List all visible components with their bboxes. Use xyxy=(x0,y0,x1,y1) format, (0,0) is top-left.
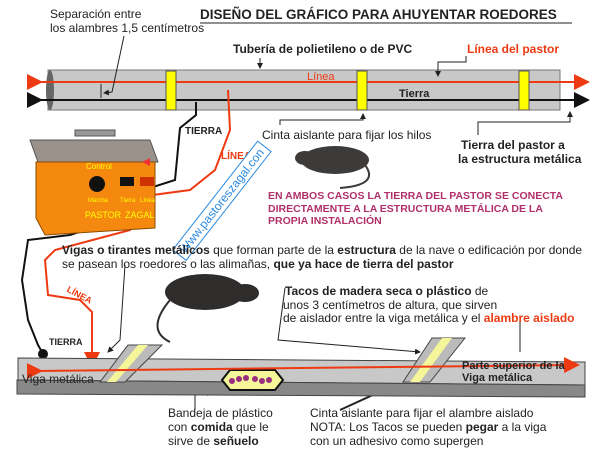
energizer-brand: PASTOR xyxy=(85,210,122,220)
text-bold: señuelo xyxy=(213,434,259,448)
text: de aislador entre la viga metálica y el xyxy=(283,311,484,325)
wire-ground-label: Tierra xyxy=(399,88,430,100)
text: con un adhesivo como supergen xyxy=(310,434,484,448)
line-pastor-label: Línea del pastor xyxy=(467,42,560,56)
text-bold: Vigas o tirantes metálicos xyxy=(62,243,210,257)
beams-description: Vigas o tirantes metálicos que forman pa… xyxy=(62,243,582,257)
text: se pasean los roedores o las alimañas, xyxy=(62,257,274,271)
blocks-description: de aislador entre la viga metálica y el … xyxy=(283,311,575,325)
text: con comida que le xyxy=(168,420,273,434)
energizer xyxy=(29,129,159,236)
rat-illustration xyxy=(295,146,371,189)
ground-cable-label: TIERRA xyxy=(185,126,223,137)
tape-band xyxy=(165,70,177,111)
beam-label: Viga metálica xyxy=(22,372,94,386)
text-bold: que ya hace de tierra del pastor xyxy=(273,257,454,271)
text: Cinta aislante para fijar el alambre ais… xyxy=(310,406,534,420)
text-bold: estructura xyxy=(337,243,396,257)
text-bold: comida xyxy=(190,420,233,434)
text: que le xyxy=(232,420,269,434)
tape-wires-label: Cinta aislante para fijar los hilos xyxy=(262,128,432,142)
insulated-wire xyxy=(26,357,580,380)
text: de la nave o edificación por donde xyxy=(395,243,583,257)
energizer-tierra-label: Tierra xyxy=(120,198,136,204)
line-cable xyxy=(144,89,232,197)
pipe-label: Tubería de polietileno o de PVC xyxy=(233,42,413,56)
energizer-control-label: Control xyxy=(86,162,112,171)
line-cable-label: LÍNEA xyxy=(221,151,251,162)
ground-note-line: PROPIA INSTALACIÓN xyxy=(268,215,382,227)
ground-structure-label: la estructura metálica xyxy=(458,152,582,166)
separation-label: Separación entre xyxy=(50,7,142,21)
separation-label: los alambres 1,5 centímetros xyxy=(50,21,205,35)
page-title: DISEÑO DEL GRÁFICO PARA AHUYENTAR ROEDOR… xyxy=(200,7,557,22)
wire-line-label: Línea xyxy=(307,71,335,83)
blocks-description: Tacos de madera seca o plástico de xyxy=(285,284,488,298)
ground-note-line: EN AMBOS CASOS LA TIERRA DEL PASTOR SE C… xyxy=(268,190,563,202)
energizer-marcha-label: Marcha xyxy=(88,198,109,204)
text: a la viga xyxy=(498,420,547,434)
text: con xyxy=(168,420,191,434)
ground-note-line: DIRECTAMENTE A LA ESTRUCTURA METÁLICA DE… xyxy=(268,202,543,215)
beams-description: se pasean los roedores o las alimañas, q… xyxy=(62,257,454,271)
text: Parte superior de la xyxy=(462,360,565,372)
text: de xyxy=(471,284,489,298)
text-red: alambre aislado xyxy=(483,311,575,325)
text: que forman parte de la xyxy=(209,243,338,257)
ground-structure-label: Tierra del pastor a xyxy=(461,138,565,152)
energizer-linea-label: Línea xyxy=(140,198,156,204)
blocks-description: unos 3 centímetros de altura, que sirven xyxy=(283,298,498,312)
tray-description: Bandeja de plástico con comida que le si… xyxy=(168,406,273,448)
control-knob xyxy=(89,176,105,192)
tape-band xyxy=(518,70,530,111)
tape-band xyxy=(356,70,368,111)
text-bold: Tacos de madera seca o plástico xyxy=(285,284,472,298)
text: sirve de xyxy=(168,434,214,448)
text: NOTA: Los Tacos se pueden xyxy=(310,420,466,434)
text: Bandeja de plástico xyxy=(168,406,273,420)
pvc-pipe xyxy=(46,69,561,111)
tape-note: Cinta aislante para fijar el alambre ais… xyxy=(310,406,546,448)
ground-note: EN AMBOS CASOS LA TIERRA DEL PASTOR SE C… xyxy=(268,190,563,228)
text: Viga metálica xyxy=(462,372,533,384)
rat-illustration xyxy=(156,274,259,343)
ground-lower-label: TIERRA xyxy=(49,337,83,347)
text: NOTA: Los Tacos se pueden pegar a la vig… xyxy=(310,420,546,434)
text-bold: pegar xyxy=(465,420,499,434)
line-cable-lower xyxy=(43,197,146,368)
energizer-brand: ZAGAL xyxy=(125,210,155,220)
text: sirve de señuelo xyxy=(168,434,273,448)
